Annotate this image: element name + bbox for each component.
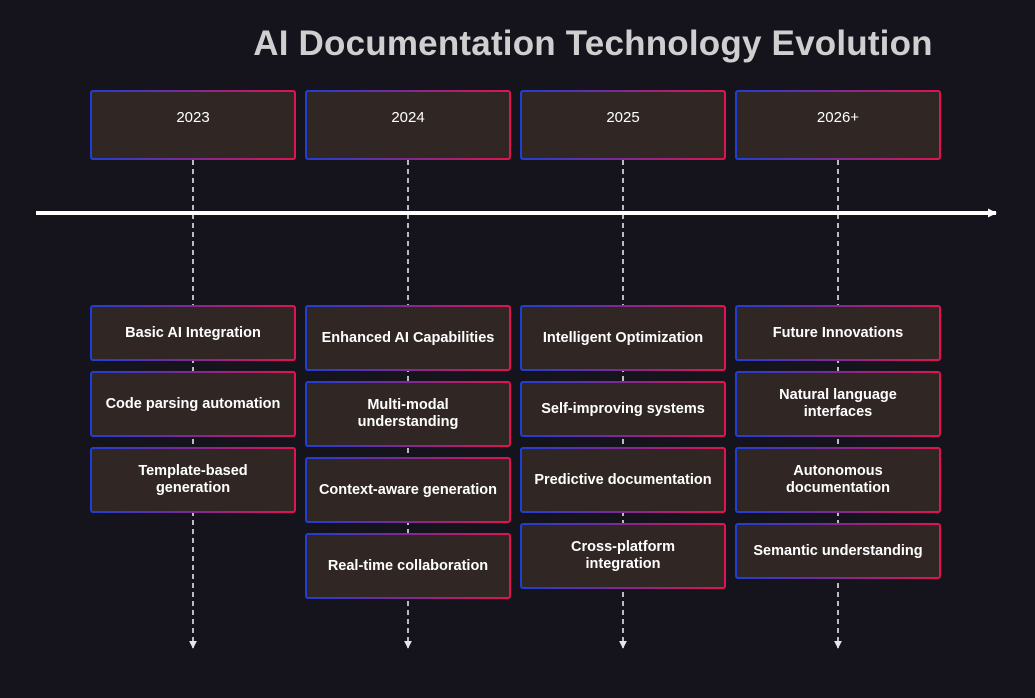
- year-box-3-label: 2025: [606, 109, 640, 126]
- year-box-2-label: 2024: [391, 109, 425, 126]
- feature-box-2-1: Multi-modal understanding: [305, 381, 511, 447]
- year-box-1: 2023: [90, 90, 296, 160]
- feature-box-2-2-label: Context-aware generation: [318, 481, 498, 498]
- category-box-1-label: Basic AI Integration: [125, 324, 261, 341]
- feature-box-4-1: Natural language interfaces: [735, 371, 941, 437]
- year-box-1-label: 2023: [176, 109, 210, 126]
- feature-box-3-1: Self-improving systems: [520, 381, 726, 437]
- feature-box-4-3-label: Semantic understanding: [753, 542, 923, 559]
- year-box-3: 2025: [520, 90, 726, 160]
- feature-box-1-2: Template-based generation: [90, 447, 296, 513]
- feature-box-3-2-label: Predictive documentation: [534, 471, 712, 488]
- feature-box-1-1-label: Code parsing automation: [105, 395, 281, 412]
- feature-box-4-1-label: Natural language interfaces: [779, 387, 897, 420]
- feature-box-3-2: Predictive documentation: [520, 447, 726, 513]
- category-box-1: Basic AI Integration: [90, 305, 296, 361]
- feature-box-2-1-label: Multi-modal understanding: [357, 397, 459, 430]
- category-box-3: Intelligent Optimization: [520, 305, 726, 371]
- feature-box-3-3: Cross-platform integration: [520, 523, 726, 589]
- feature-box-3-3-label: Cross-platform integration: [571, 539, 675, 572]
- feature-box-4-2: Autonomous documentation: [735, 447, 941, 513]
- feature-box-2-3: Real-time collaboration: [305, 533, 511, 599]
- category-box-4: Future Innovations: [735, 305, 941, 361]
- feature-box-4-3: Semantic understanding: [735, 523, 941, 579]
- year-box-2: 2024: [305, 90, 511, 160]
- feature-box-2-2: Context-aware generation: [305, 457, 511, 523]
- category-box-2: Enhanced AI Capabilities: [305, 305, 511, 371]
- feature-box-1-1: Code parsing automation: [90, 371, 296, 437]
- feature-box-2-3-label: Real-time collaboration: [327, 557, 489, 574]
- year-box-4-label: 2026+: [816, 109, 860, 126]
- category-box-3-label: Intelligent Optimization: [542, 329, 704, 346]
- year-box-4: 2026+: [735, 90, 941, 160]
- category-box-2-label: Enhanced AI Capabilities: [321, 329, 495, 346]
- page-title: AI Documentation Technology Evolution: [253, 24, 933, 63]
- category-box-4-label: Future Innovations: [772, 324, 904, 341]
- feature-box-3-1-label: Self-improving systems: [541, 400, 705, 417]
- feature-box-4-2-label: Autonomous documentation: [786, 463, 890, 496]
- feature-box-1-2-label: Template-based generation: [138, 463, 248, 496]
